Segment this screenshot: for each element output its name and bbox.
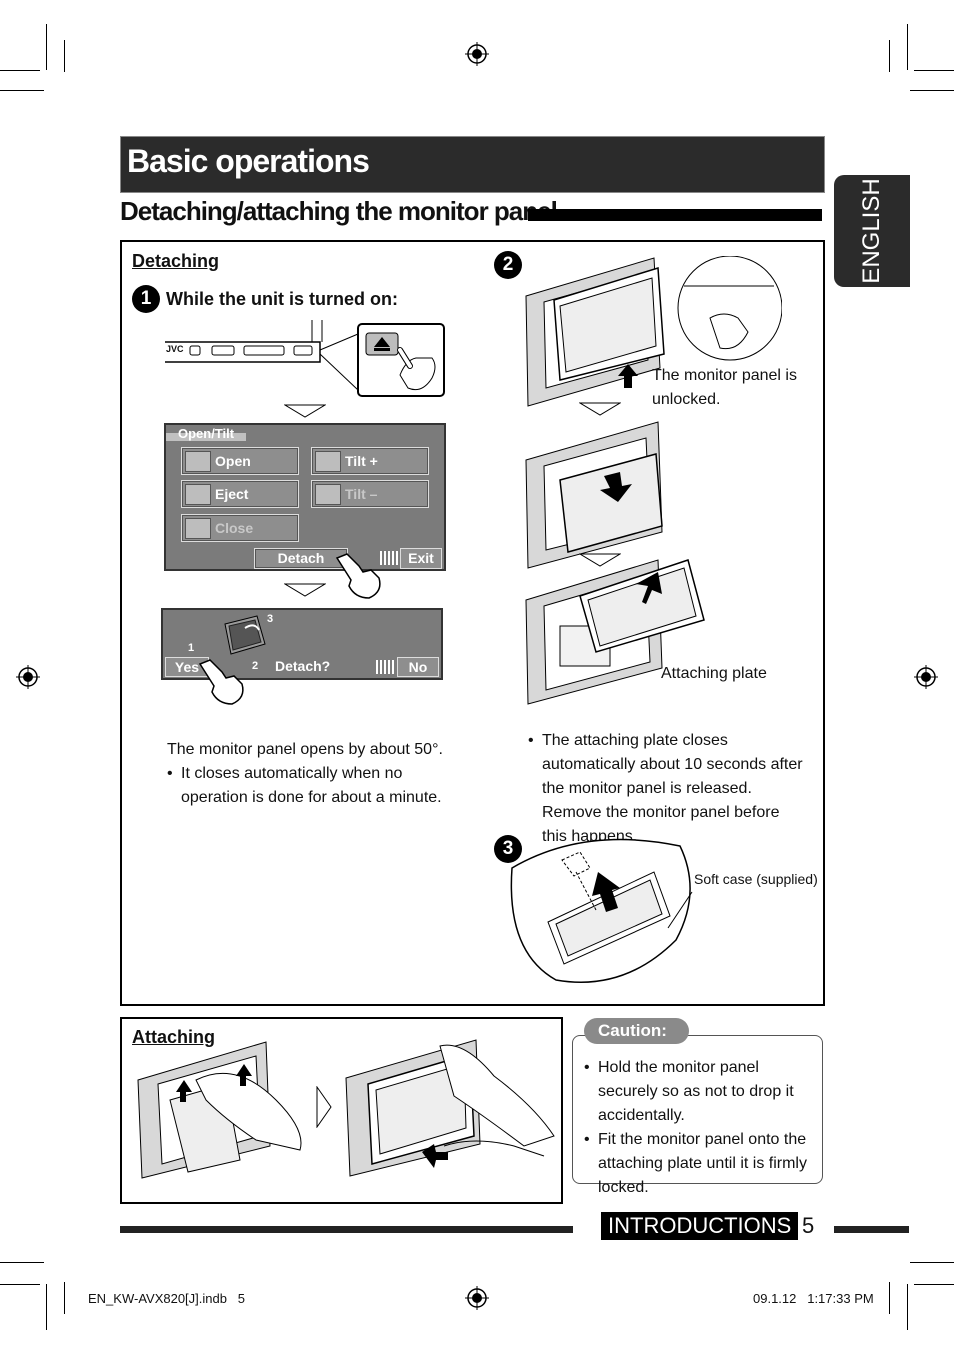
soft-case-illustration [510,838,693,983]
page-number: 5 [802,1213,815,1238]
section-rule [528,209,822,221]
monitor-tilt-illustration [525,421,663,569]
brand-label: JVC [166,344,184,354]
next-step-arrow-icon [316,1086,332,1128]
eject-button-label: Eject [215,486,249,502]
section-title: Detaching/attaching the monitor panel [120,196,558,226]
step2-notes-list: The attaching plate closes automatically… [528,729,808,849]
list-item: It closes automatically when no operatio… [167,762,457,809]
flow-arrow-icon [284,404,326,418]
crop-mark [0,90,44,91]
registration-mark-icon [465,1286,489,1310]
step-number: 1 [132,285,160,313]
caution-title: Caution: [584,1018,689,1044]
print-timestamp: 09.1.12 1:17:33 PM [753,1291,874,1306]
monitor-unlock-illustration [525,256,782,407]
file-name: EN_KW-AVX820[J].indb 5 [88,1291,246,1306]
tilt-plus-label: Tilt + [345,453,378,469]
crop-mark [889,40,890,72]
flow-arrow-icon [284,583,326,597]
footer-rule [120,1226,573,1233]
language-tab: ENGLISH [834,175,910,287]
attach-step-b-illustration [345,1039,555,1177]
tilt-icon [315,484,341,505]
soft-case-label: Soft case (supplied) [694,871,818,887]
screen-title: Open/Tilt [178,426,235,441]
crop-mark [0,70,40,71]
close-button[interactable]: Close [181,514,299,542]
eject-button[interactable]: Eject [181,480,299,508]
panel-detach-icon [224,615,266,655]
crop-mark [914,70,954,71]
tilt-minus-label: Tilt – [345,486,378,502]
step1-label: While the unit is turned on: [166,289,398,309]
crop-mark [910,1262,954,1263]
attaching-heading: Attaching [132,1027,215,1047]
registration-mark-icon [16,665,40,689]
crop-mark [64,40,65,72]
attaching-plate-illustration [525,559,705,705]
callout-number: 1 [188,642,195,654]
exit-button[interactable]: Exit [400,548,442,569]
grip-icon [380,551,398,565]
page-title: Basic operations [127,143,370,179]
close-button-label: Close [215,520,254,536]
hand-pointer-icon [198,659,244,705]
attach-step-a-illustration [137,1041,302,1179]
registration-mark-icon [465,42,489,66]
attaching-plate-label: Attaching plate [661,665,767,682]
tilt-minus-button[interactable]: Tilt – [311,480,429,508]
open-button-label: Open [215,453,251,469]
open-tilt-screen: Open/Tilt Open Tilt + Eject Tilt – Close… [164,423,446,571]
section-tag: INTRODUCTIONS [601,1212,799,1240]
callout-number: 3 [267,613,274,625]
open-button[interactable]: Open [181,447,299,475]
footer-rule [834,1226,909,1233]
crop-mark [914,1284,954,1285]
detaching-heading: Detaching [132,251,220,271]
eject-icon [185,484,211,505]
hand-pointer-icon [335,553,381,599]
crop-mark [64,1282,65,1314]
crop-mark [907,24,908,70]
tilt-icon [315,451,341,472]
grip-icon [376,660,394,674]
list-item: Fit the monitor panel onto the attaching… [584,1128,812,1200]
crop-mark [907,1284,908,1330]
close-panel-icon [185,518,211,539]
page-title-bar: Basic operations [120,136,825,193]
detach-question: Detach? [275,658,331,674]
crop-mark [0,1262,44,1263]
caution-list: Hold the monitor panel securely so as no… [584,1056,812,1200]
no-button[interactable]: No [397,657,439,677]
flow-arrow-icon [579,553,621,567]
crop-mark [910,90,954,91]
open-icon [185,451,211,472]
tilt-plus-button[interactable]: Tilt + [311,447,429,475]
step-number: 2 [494,251,522,279]
crop-mark [889,1282,890,1314]
registration-mark-icon [914,665,938,689]
detach-notes-list: It closes automatically when no operatio… [167,762,457,809]
yes-button[interactable]: Yes [165,657,209,677]
crop-mark [46,24,47,70]
language-tab-label: ENGLISH [858,178,885,284]
flow-arrow-icon [579,402,621,416]
detach-note: The monitor panel opens by about 50°. [167,741,443,758]
callout-number: 2 [252,660,259,672]
list-item: Hold the monitor panel securely so as no… [584,1056,812,1128]
crop-mark [46,1284,47,1330]
crop-mark [0,1284,40,1285]
screen-title-bar [166,433,246,441]
list-item: The attaching plate closes automatically… [528,729,808,849]
detach-button[interactable]: Detach [254,548,348,569]
step-number: 3 [494,835,522,863]
unlocked-label: The monitor panel is unlocked. [652,367,797,408]
head-unit-illustration [165,320,445,397]
